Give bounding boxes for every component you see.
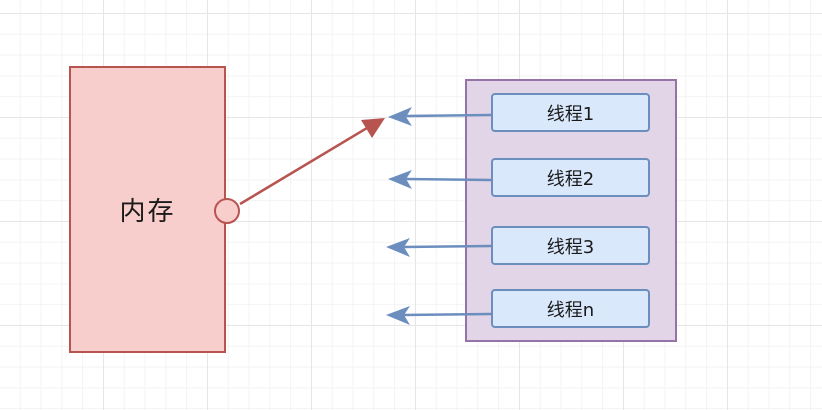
thread-arrow-n-head	[386, 306, 410, 325]
thread-arrow-3[interactable]	[386, 238, 492, 257]
thread-box-2[interactable]: 线程2	[491, 158, 650, 197]
memory-connector-circle[interactable]	[214, 198, 240, 224]
thread-label-1: 线程1	[546, 103, 595, 125]
memory-box[interactable]: 内存	[69, 66, 226, 353]
thread-arrow-2-line	[404, 177, 492, 182]
thread-arrow-1-line	[404, 113, 492, 118]
memory-arrow-head	[361, 118, 385, 138]
thread-arrow-3-line	[402, 244, 492, 249]
thread-box-n[interactable]: 线程n	[491, 289, 650, 328]
thread-label-2: 线程2	[546, 168, 595, 190]
thread-arrow-n-line	[402, 312, 492, 317]
thread-box-3[interactable]: 线程3	[491, 226, 650, 265]
thread-box-1[interactable]: 线程1	[491, 93, 650, 132]
thread-arrow-1[interactable]	[388, 107, 492, 126]
thread-label-n: 线程n	[546, 299, 595, 321]
memory-arrow[interactable]	[239, 118, 385, 206]
thread-label-3: 线程3	[546, 236, 595, 258]
thread-arrow-3-head	[386, 238, 410, 257]
thread-arrow-1-head	[388, 107, 412, 126]
memory-arrow-line	[239, 123, 373, 206]
memory-label: 内存	[119, 197, 176, 227]
thread-arrow-2-head	[388, 170, 412, 189]
thread-arrow-2[interactable]	[388, 170, 492, 189]
thread-arrow-n[interactable]	[386, 306, 492, 325]
